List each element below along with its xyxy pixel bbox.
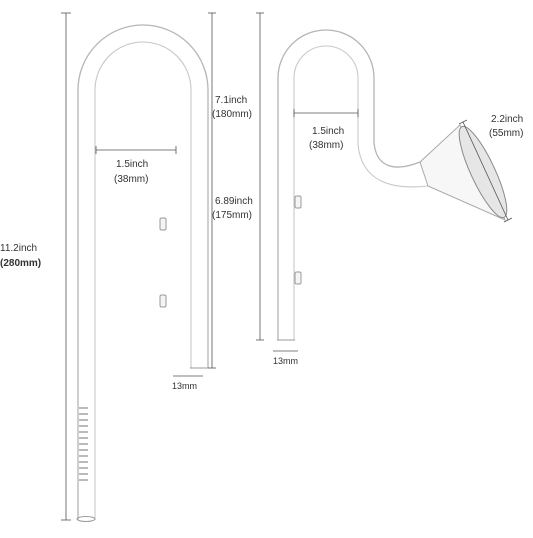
- upper-height-dimension: [208, 12, 216, 369]
- lily-pipe: 1.5inch (38mm) 2.2inch (55mm) 13mm: [256, 12, 523, 366]
- lily-mouth: [458, 125, 508, 219]
- inflow-width-inch: 1.5inch: [116, 159, 148, 170]
- lily-width-dimension: [293, 109, 359, 117]
- lily-hose-nub-upper: [294, 195, 302, 209]
- lily-diameter: 13mm: [273, 356, 298, 366]
- inflow-pipe-inner: [94, 41, 192, 520]
- total-height-mm: (280mm): [0, 258, 41, 269]
- lily-width-inch: 1.5inch: [312, 126, 344, 137]
- lily-width-mm: (38mm): [309, 140, 343, 151]
- hose-nub-lower: [159, 294, 167, 308]
- total-height-inch: 11.2inch: [0, 243, 37, 254]
- upper-height-mm: (180mm): [212, 109, 252, 120]
- upper-height-inch: 7.1inch: [215, 95, 247, 106]
- inflow-diameter: 13mm: [172, 381, 197, 391]
- lily-pipe-inner: [293, 45, 429, 340]
- inflow-pipe-bottom-cap: [76, 516, 96, 522]
- inflow-pipe: 11.2inch (280mm) 7.1inch (180mm) 6.89inc…: [0, 12, 253, 522]
- lily-mouth-mm: (55mm): [489, 128, 523, 139]
- lily-mouth-dimension: [458, 119, 513, 223]
- lily-mouth-inch: 2.2inch: [491, 114, 523, 125]
- total-height-dimension: [61, 12, 71, 521]
- inflow-pipe-outer: [77, 24, 209, 520]
- lily-hose-nub-lower: [294, 271, 302, 285]
- lily-height-dimension: [256, 12, 264, 341]
- lily-pipe-outer: [277, 29, 421, 340]
- lower-height-inch: 6.89inch: [215, 196, 253, 207]
- lower-height-mm: (175mm): [212, 210, 252, 221]
- inflow-width-dimension: [95, 146, 177, 154]
- hose-nub-upper: [159, 217, 167, 231]
- inflow-width-mm: (38mm): [114, 174, 148, 185]
- intake-slots: [79, 407, 88, 481]
